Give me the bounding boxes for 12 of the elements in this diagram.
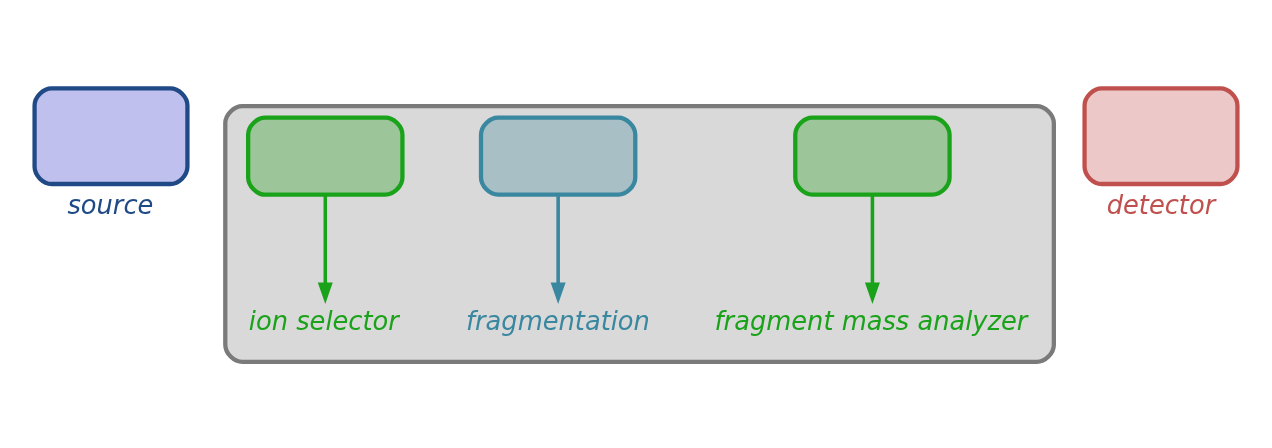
arrow bbox=[864, 194, 880, 304]
arrow bbox=[550, 194, 566, 304]
node-label: detector bbox=[1106, 189, 1216, 220]
node-text: fragment mass analyzer bbox=[714, 305, 1028, 336]
node-text: fragmentation bbox=[466, 305, 650, 336]
node-box bbox=[793, 115, 952, 197]
node-box bbox=[246, 115, 405, 197]
node-label: source bbox=[67, 189, 154, 220]
node-box bbox=[478, 115, 638, 197]
arrow bbox=[317, 194, 333, 304]
cluster bbox=[223, 104, 1056, 364]
node-text: ion selector bbox=[248, 305, 399, 336]
